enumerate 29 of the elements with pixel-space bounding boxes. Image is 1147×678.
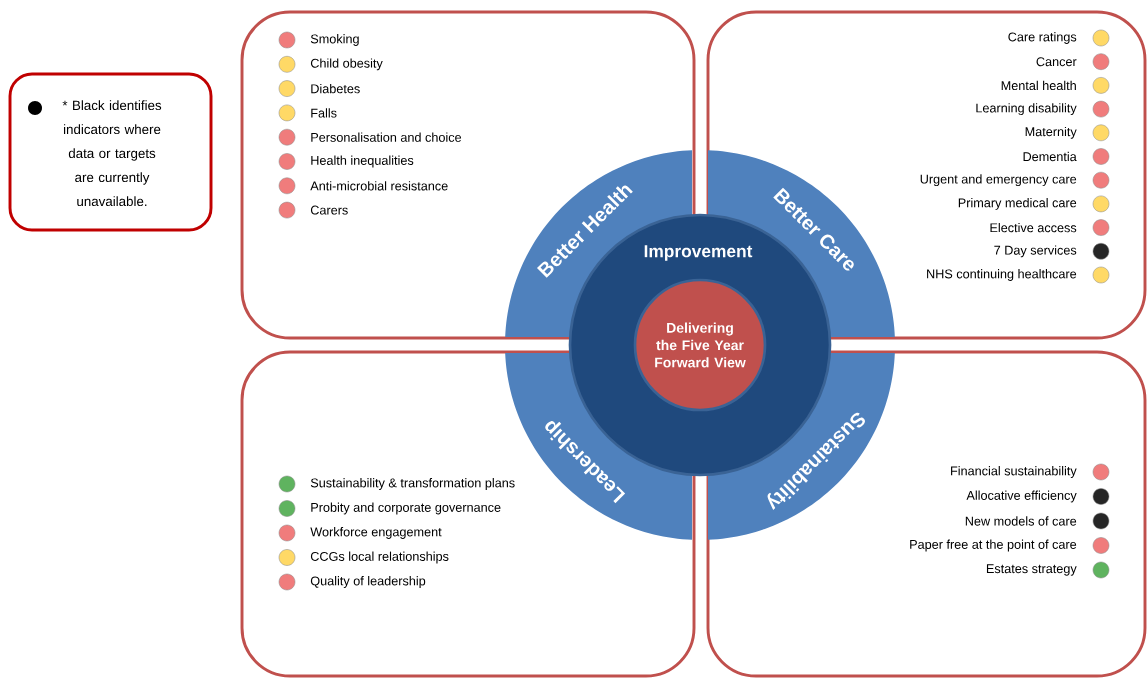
indicator-text: Care ratings: [1008, 32, 1077, 44]
indicator-text: Urgent and emergency care: [920, 174, 1077, 187]
indicator-text: Smoking: [310, 34, 359, 46]
indicator-text: Personalisation and choice: [311, 132, 462, 142]
indicator-text: NHS continuing healthcare: [927, 269, 1077, 281]
indicator-text: Child obesity: [310, 58, 383, 71]
indicator-text: Probity and corporate governance: [311, 502, 501, 515]
indicator-text: Mental health: [1001, 80, 1076, 91]
indicator-text: Elective access: [990, 222, 1077, 233]
indicator-text: Estates strategy: [986, 564, 1077, 576]
indicator-text: Diabetes: [311, 83, 360, 94]
indicator-text: Paper free at the point of care: [910, 539, 1077, 552]
indicator-text: New models of care: [965, 516, 1077, 526]
indicator-text: Maternity: [1025, 126, 1077, 139]
indicator-text: Financial sustainability: [951, 466, 1077, 478]
indicator-text: 7 Day services: [994, 245, 1077, 258]
indicator-text: Cancer: [1036, 57, 1077, 67]
indicator-text: Anti-microbial resistance: [310, 181, 448, 191]
legend-box: * Black identifies indicators where data or targets are currently unavailable.: [8, 72, 213, 232]
indicator-text: Workforce engagement: [310, 527, 442, 539]
indicator-text: Falls: [311, 108, 337, 118]
indicator-text: Quality of leadership: [310, 576, 426, 588]
indicator-text: Health inequalities: [311, 155, 414, 168]
indicator-text: Learning disability: [976, 103, 1077, 115]
indicator-text: Primary medical care: [958, 198, 1077, 210]
indicator-text: Allocative efficiency: [966, 490, 1077, 503]
indicator-text: CCGs local relationships: [310, 551, 449, 564]
indicator-text: Dementia: [1023, 151, 1077, 162]
indicator-text: Carers: [310, 205, 348, 215]
